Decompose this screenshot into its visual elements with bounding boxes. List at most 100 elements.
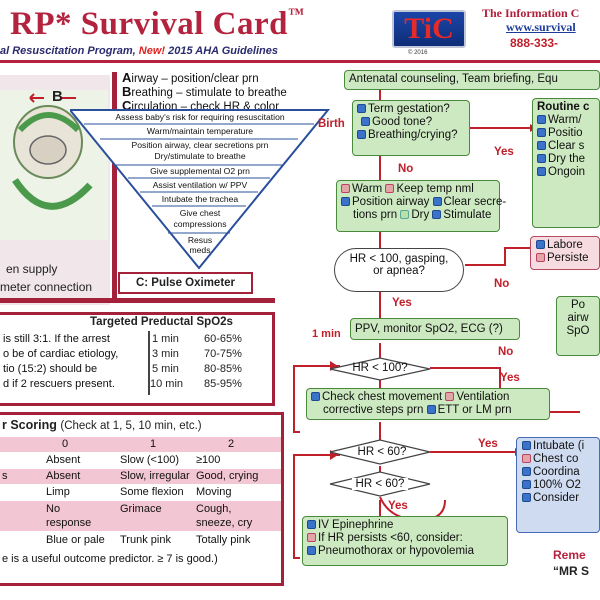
blue-bullet-icon [537, 154, 546, 163]
header-divider [0, 60, 600, 63]
tic-logo: TiC [392, 10, 466, 48]
ett-icon [426, 405, 436, 414]
spo2-heading: Targeted Preductal SpO2s [90, 316, 233, 328]
intubate-item: 100% O2 [522, 479, 594, 492]
illustration-label-b: B [52, 88, 63, 105]
routine-item: Positio [537, 127, 595, 140]
yes-label-5: Yes [388, 500, 408, 512]
blue-bullet-icon [307, 546, 316, 555]
intubate-item: Consider [522, 492, 594, 505]
spo2-range-4: 85-95% [204, 378, 242, 390]
apgar-cell: Absent [46, 470, 81, 482]
decision-line-1: HR < 100, gasping, [349, 253, 449, 265]
website-link[interactable]: www.survival [506, 20, 576, 34]
apgar-cell: Absent [46, 454, 81, 466]
intubate-box: Intubate (i Chest co Coordina 100% O2 Co… [516, 437, 600, 533]
blue-bullet-icon [357, 130, 366, 139]
blue-bullet-icon [522, 493, 531, 502]
apgar-cell: Some flexion [120, 486, 184, 498]
intubate-item: Intubate (i [522, 440, 594, 453]
spo2-time-2: 3 min [152, 348, 179, 360]
no-label-3: No [498, 346, 514, 358]
post-line-1: Po [570, 299, 586, 311]
red-bullet-icon [536, 253, 545, 262]
ventilation-line-2: corrective steps prn ETT or LM prn [323, 404, 512, 416]
triangle-step-compressions-2: compressions [173, 219, 227, 229]
header [0, 0, 600, 62]
epi-line-3: Pneumothorax or hypovolemia [307, 545, 503, 558]
ventilation-icon [445, 392, 455, 401]
logo-copyright: © 2016 [408, 50, 428, 56]
apgar-cell: Blue or pale [46, 534, 105, 546]
card-title: RP* Survival Card™ [10, 6, 305, 42]
dry-icon [400, 210, 410, 219]
blue-bullet-icon [537, 128, 546, 137]
ventilation-correction-box: Check chest movement Ventilation correct… [306, 388, 550, 420]
blue-bullet-icon [307, 520, 316, 529]
spo2-time-3: 5 min [152, 363, 179, 375]
routine-item: Ongoin [537, 166, 595, 179]
yes-label-2: Yes [392, 297, 412, 309]
blue-bullet-icon [522, 467, 531, 476]
panel-border-vertical [112, 72, 117, 298]
assessment-box: Term gestation? Good tone? Breathing/cry… [352, 100, 470, 156]
decision-line-2: or apnea? [373, 265, 425, 277]
apgar-cell: response [46, 517, 92, 529]
routine-care-title: Routine c [537, 101, 590, 113]
card-subtitle: al Resuscitation Program, New! 2015 AHA … [0, 45, 278, 57]
company-name: The Information C [482, 6, 580, 20]
apgar-header-2: 2 [228, 438, 235, 450]
triangle-step-meds-2: meds [189, 245, 211, 255]
abc-breathing: Breathing – stimulate to breathe [122, 84, 287, 99]
hr-60-decision-2: HR < 60? [352, 478, 408, 490]
epinephrine-box: IV Epinephrine If HR persists <60, consi… [302, 516, 508, 566]
yes-label-1: Yes [494, 146, 514, 158]
ventilation-line-1: Check chest movement Ventilation [311, 391, 545, 404]
red-bullet-icon [522, 454, 531, 463]
warm-icon [341, 184, 350, 193]
apgar-box [0, 412, 284, 586]
blue-bullet-icon [537, 141, 546, 150]
spo2-time-4: 10 min [150, 378, 184, 390]
compression-line-1: is still 3:1. If the arrest [3, 333, 110, 345]
apgar-cell: Moving [196, 486, 232, 498]
blue-bullet-icon [537, 115, 546, 124]
epi-line-2: If HR persists <60, consider: [307, 532, 503, 545]
illustration-caption-1: en supply [6, 262, 58, 276]
apgar-cell: Limp [46, 486, 70, 498]
triangle-step-compressions-1: Give chest [179, 208, 221, 218]
temp-icon [385, 184, 395, 193]
stimulate-icon [432, 210, 442, 219]
apgar-row [0, 501, 281, 531]
airway-icon [341, 197, 350, 206]
triangle-step-ppv: Assist ventilation w/ PPV [152, 180, 248, 190]
apgar-row [0, 469, 281, 484]
no-label-1: No [398, 163, 414, 175]
hr-60-decision-1: HR < 60? [357, 446, 407, 458]
routine-item: Warm/ [537, 114, 595, 127]
blue-bullet-icon [357, 104, 366, 113]
red-bullet-icon [307, 533, 316, 542]
yes-label-3: Yes [500, 372, 520, 384]
assessment-tone: Good tone? [357, 116, 465, 129]
epi-line-1: IV Epinephrine [307, 519, 503, 532]
apgar-cell: Totally pink [196, 534, 251, 546]
apgar-header-0: 0 [62, 438, 69, 450]
warm-position-box: Warm Keep temp nml Position airway Clear… [336, 180, 506, 232]
intubate-item: Chest co [522, 453, 594, 466]
one-minute-label: 1 min [312, 328, 341, 340]
remember-label: Reme [553, 548, 586, 562]
routine-item: Dry the [537, 153, 595, 166]
antenatal-box: Antenatal counseling, Team briefing, Equ [344, 70, 600, 90]
routine-item: Clear s [537, 140, 595, 153]
spo2-range-3: 80-85% [204, 363, 242, 375]
apgar-header-row [0, 437, 281, 452]
no-label-2: No [494, 278, 510, 290]
apgar-header-1: 1 [150, 438, 157, 450]
spo2-range-2: 70-75% [204, 348, 242, 360]
chest-icon [311, 392, 320, 401]
compression-line-3: tio (15:2) should be [3, 363, 98, 375]
mr-sopa-label: “MR S [553, 564, 589, 578]
compression-line-2: o be of cardiac etiology, [3, 348, 119, 360]
triangle-step-warm: Warm/maintain temperature [146, 126, 254, 136]
